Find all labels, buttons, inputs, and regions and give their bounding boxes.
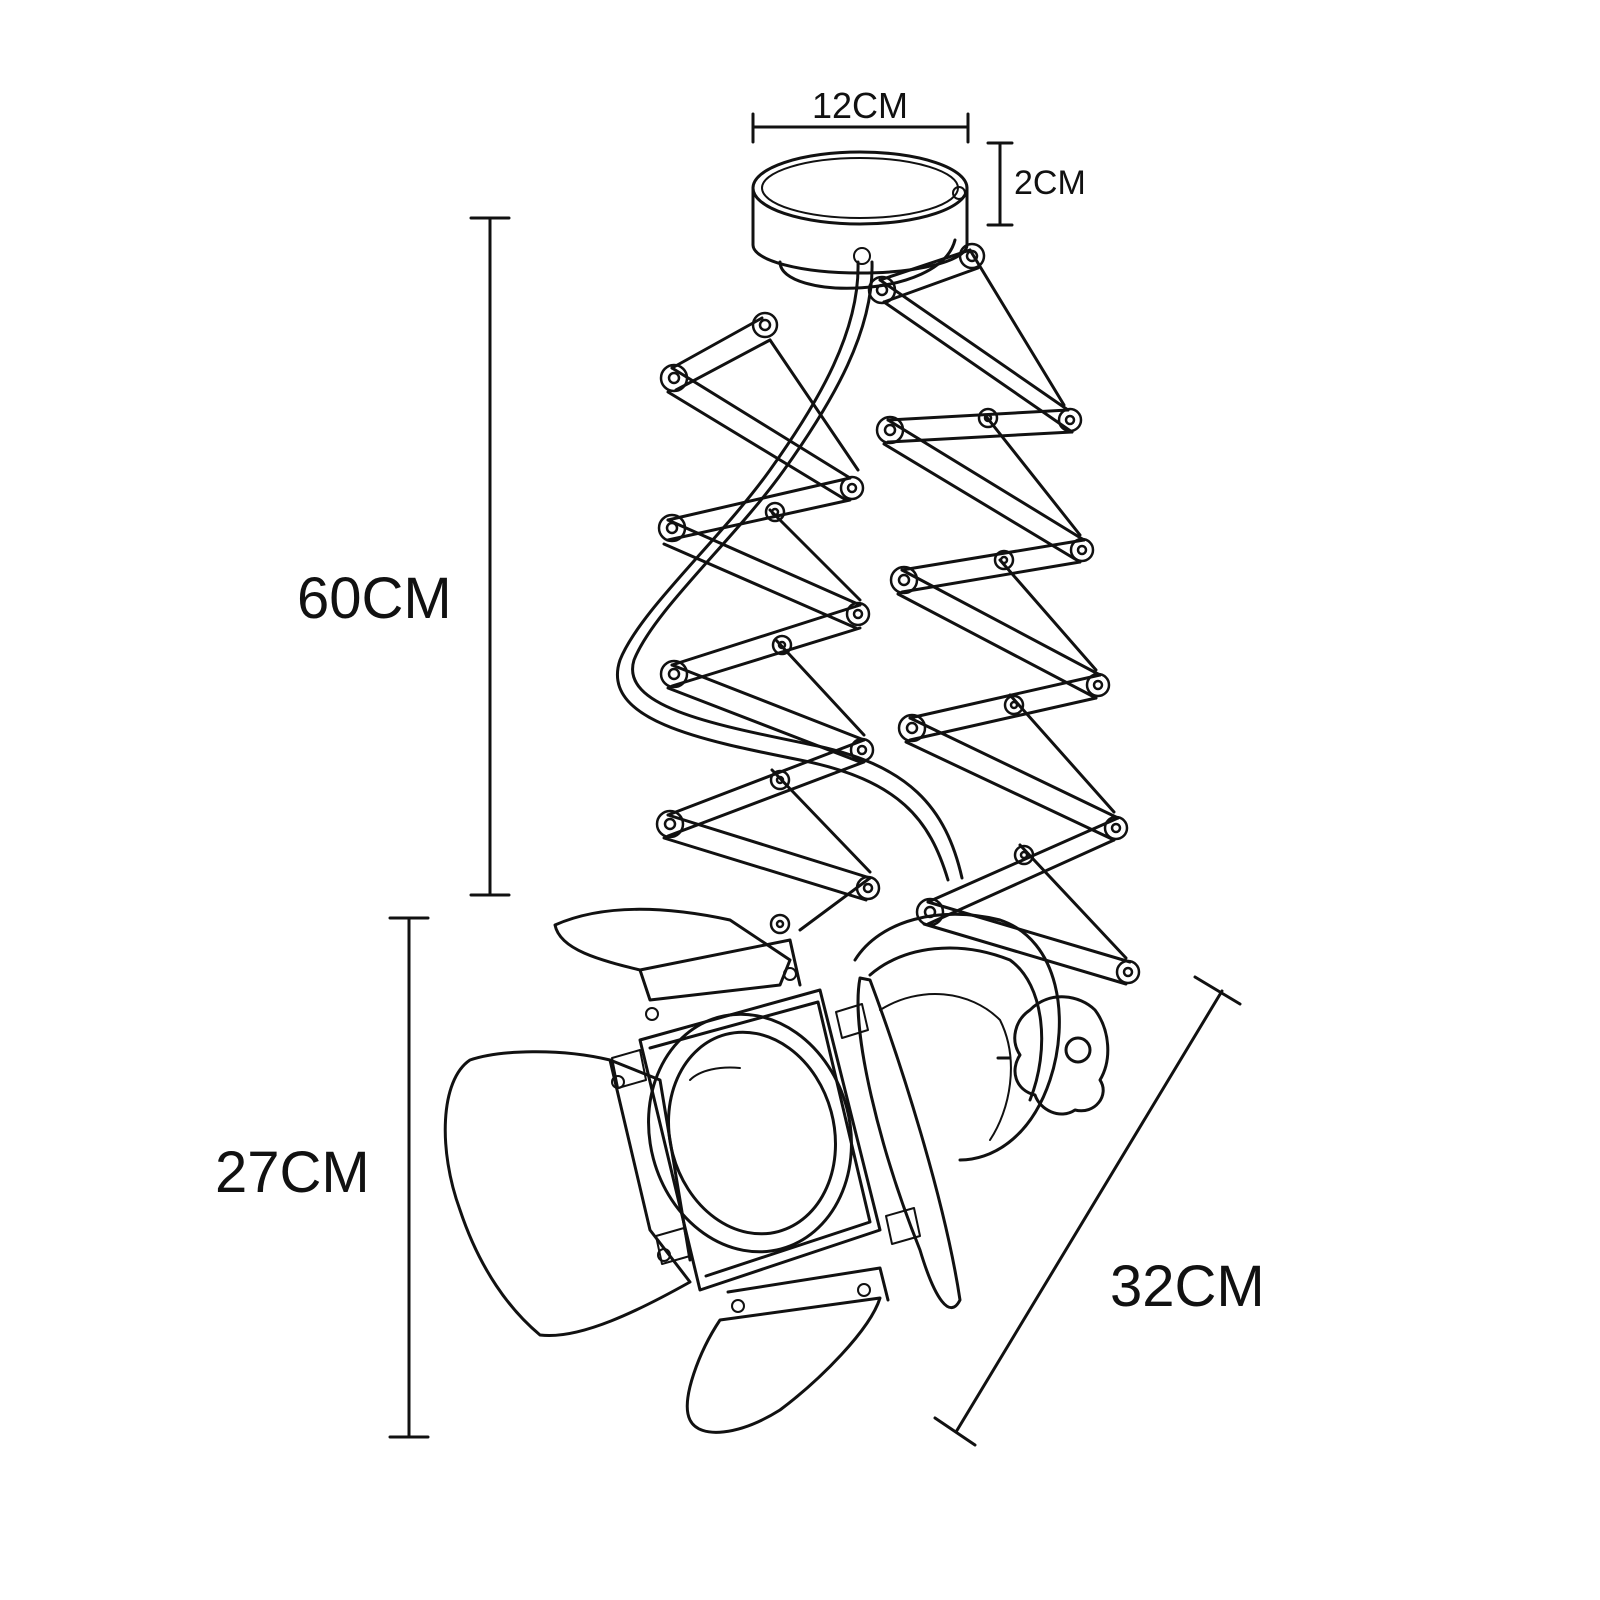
base-height-label: 2CM	[1014, 164, 1086, 202]
dimension-lamp-height: 27CM	[215, 916, 430, 1439]
ceiling-base	[751, 150, 969, 290]
dimension-base-height: 2CM	[986, 141, 1086, 227]
dimension-base-width: 12CM	[751, 85, 970, 144]
lamp-length-label: 32CM	[1110, 1254, 1265, 1319]
lamp-head	[443, 907, 1110, 1434]
base-width-label: 12CM	[812, 85, 908, 126]
power-cable	[616, 247, 964, 882]
arm-length-label: 60CM	[297, 566, 452, 631]
lamp-height-label: 27CM	[215, 1140, 370, 1205]
dimension-lamp-length: 32CM	[933, 975, 1265, 1447]
dimension-arm-length: 60CM	[297, 216, 511, 897]
scissor-arm	[655, 242, 1141, 986]
